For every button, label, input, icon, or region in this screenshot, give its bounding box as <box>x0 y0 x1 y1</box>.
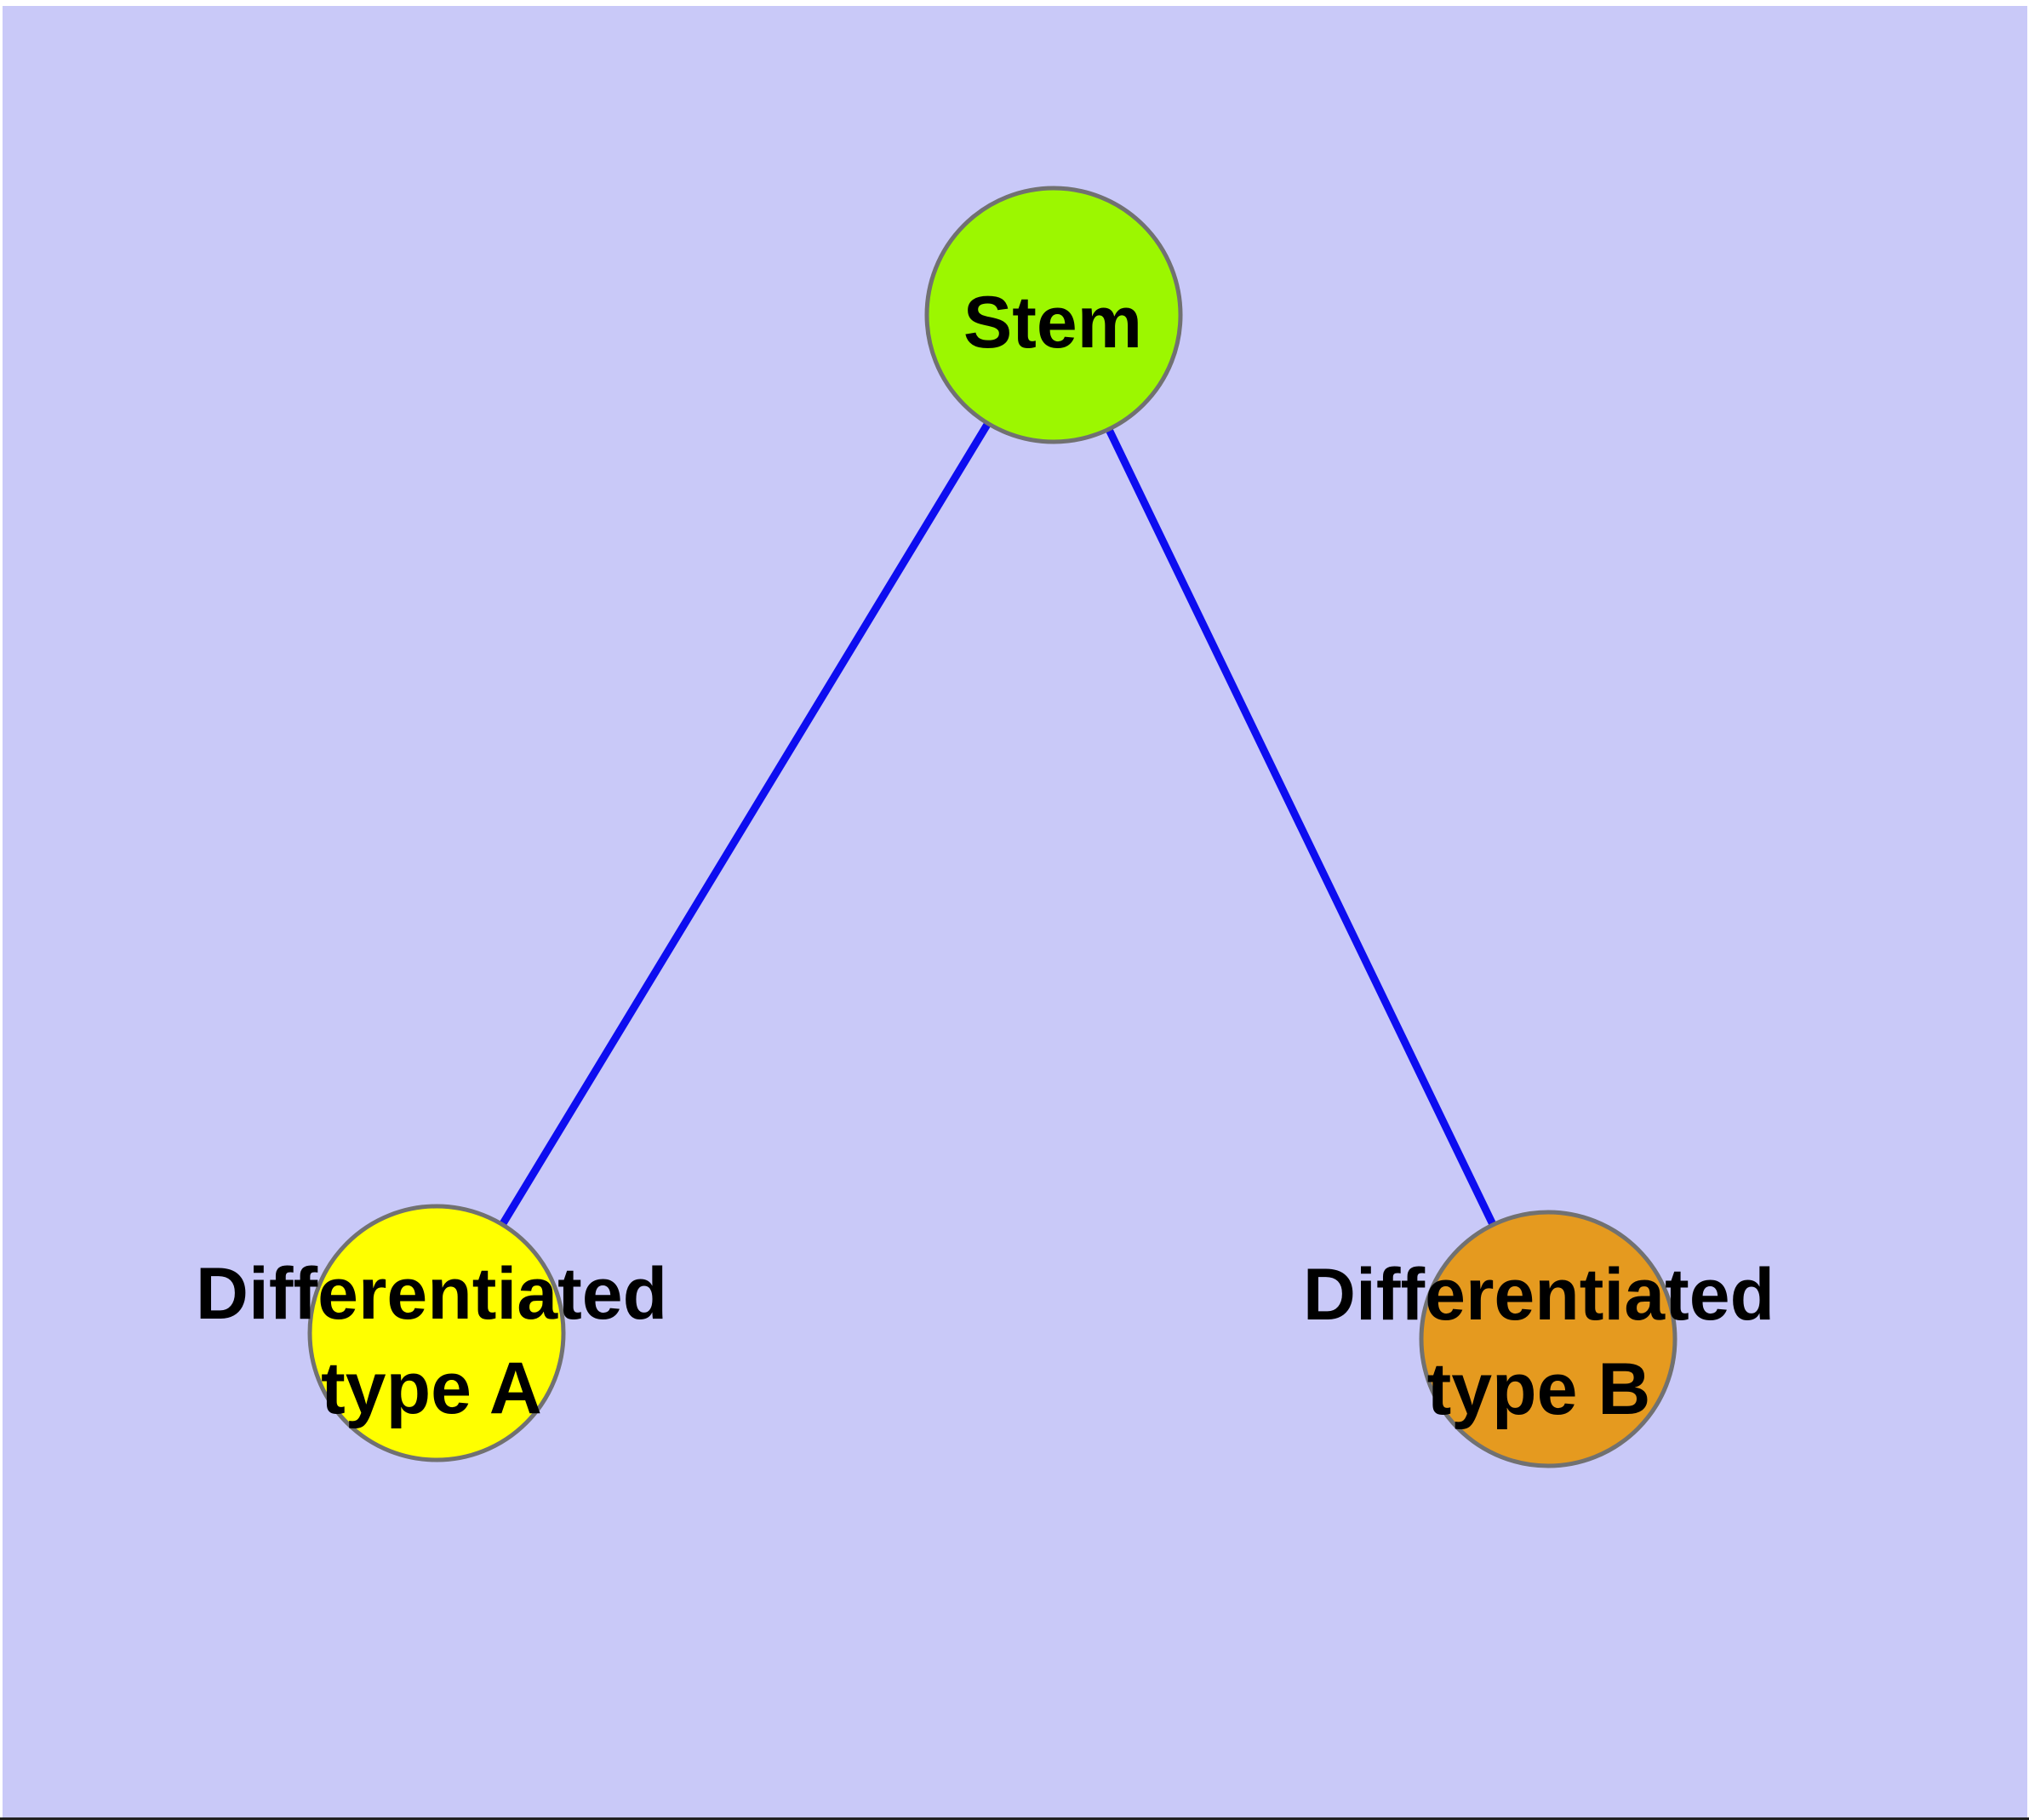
node-type-a-label-line2: type A <box>321 1348 542 1429</box>
node-type-a[interactable] <box>307 1204 566 1462</box>
edge-stem-to-type-a <box>433 312 1057 1336</box>
edge-stem-to-type-b <box>1049 313 1552 1341</box>
node-type-a-label-line1: Differentiated <box>196 1253 667 1335</box>
node-stem-label: Stem <box>963 282 1142 363</box>
node-type-b[interactable] <box>1419 1210 1677 1468</box>
node-type-b-label-line1: Differentiated <box>1303 1254 1775 1336</box>
node-stem[interactable] <box>924 186 1183 444</box>
node-type-b-label-line2: type B <box>1427 1348 1651 1430</box>
bottom-window-border <box>0 1817 2029 1820</box>
